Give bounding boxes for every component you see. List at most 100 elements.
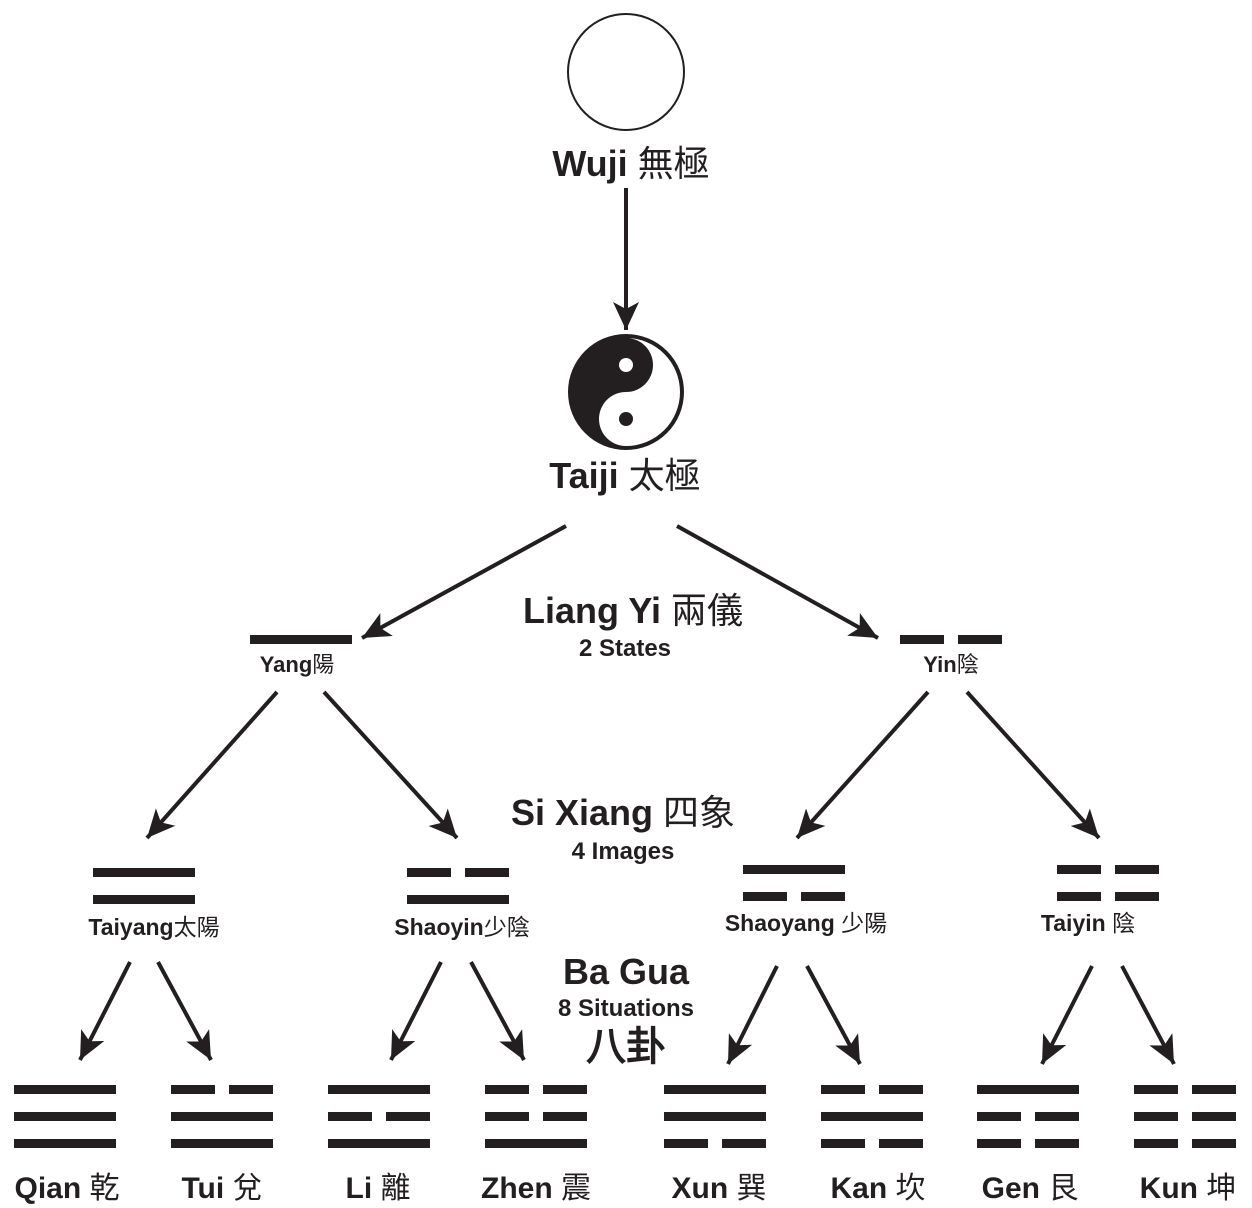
trigram-symbol-tui [171,1085,273,1148]
broken-line [1035,1112,1079,1121]
si-xiang-chinese: 四象 [663,793,736,834]
ba-gua-title: Ba Gua [562,951,690,992]
broken-line [1134,1085,1178,1094]
trigram-name: Tui [181,1172,225,1205]
solid-line [93,895,195,904]
trigram-symbol-kun [1134,1085,1236,1148]
trigram-chinese: 兌 [232,1171,263,1206]
broken-line [977,1112,1021,1121]
trigram-symbol-qian [14,1085,116,1148]
liang-yi-title: Liang Yi 兩儀 [523,593,743,630]
broken-line [1192,1085,1236,1094]
broken-line [485,1085,529,1094]
trigram-chinese: 坎 [895,1171,926,1206]
solid-line [664,1112,766,1121]
broken-line [821,1139,865,1148]
arrow-shaoyang-to-xun [726,965,779,1065]
image-chinese: 太陽 [173,915,220,941]
wuji-name: Wuji [552,143,628,184]
wuji-chinese: 無極 [637,144,710,185]
solid-line [93,868,195,877]
broken-line [1192,1112,1236,1121]
broken-line [879,1139,923,1148]
image-name: Shaoyin [394,914,484,940]
state-label-yang: Yang陽 [260,654,335,677]
trigram-symbol-zhen [485,1085,587,1148]
trigram-name: Qian [14,1172,82,1205]
arrow-taiyin-to-kun [1120,965,1176,1065]
trigram-symbol-li [328,1085,430,1148]
image-label-taiyang: Taiyang太陽 [88,916,219,940]
broken-line [543,1085,587,1094]
broken-line [879,1085,923,1094]
broken-line [664,1139,708,1148]
broken-line [722,1139,766,1148]
broken-line [386,1112,430,1121]
solid-line [14,1139,116,1148]
arrow-shaoyin-to-li [389,961,443,1061]
solid-line [664,1085,766,1094]
arrow-taiji-to-yang [361,524,567,640]
solid-line [14,1112,116,1121]
solid-line [14,1085,116,1094]
state-name: Yang [259,652,313,677]
trigram-label-kan: Kan 坎 [830,1174,925,1204]
solid-line [250,635,352,644]
image-name: Taiyang [88,914,174,940]
ba-gua-chinese: 八卦 [586,1025,666,1069]
broken-line [1134,1112,1178,1121]
broken-line [1035,1139,1079,1148]
image-symbol-shaoyin [407,868,509,904]
broken-line [1057,892,1101,901]
state-chinese: 陰 [956,653,979,678]
image-label-shaoyang: Shaoyang 少陽 [725,912,887,936]
image-label-shaoyin: Shaoyin少陰 [394,916,529,940]
solid-line [977,1085,1079,1094]
state-symbol-yin [900,635,1002,644]
trigram-symbol-gen [977,1085,1079,1148]
trigram-name: Kun [1139,1172,1198,1205]
arrow-yang-to-taiyang [145,690,279,840]
broken-line [1115,892,1159,901]
arrow-shaoyin-to-zhen [469,961,526,1061]
image-name: Shaoyang [724,910,835,936]
taiji-label: Taiji 太極 [549,458,700,495]
trigram-symbol-xun [664,1085,766,1148]
trigram-chinese: 震 [561,1171,592,1206]
image-name: Taiyin [1040,910,1106,936]
broken-line [743,892,787,901]
image-chinese: 陰 [1112,911,1136,937]
broken-line [465,868,509,877]
broken-line [900,635,944,644]
trigram-chinese: 巽 [736,1171,767,1206]
broken-line [1192,1139,1236,1148]
trigram-symbol-kan [821,1085,923,1148]
trigram-chinese: 乾 [89,1171,120,1206]
solid-line [743,865,845,874]
liang-yi-chinese: 兩儀 [671,591,744,632]
solid-line [171,1139,273,1148]
trigram-chinese: 坤 [1206,1171,1237,1206]
solid-line [821,1112,923,1121]
trigram-label-tui: Tui 兌 [181,1174,262,1204]
trigram-label-qian: Qian 乾 [14,1174,119,1204]
liang-yi-subtitle: 2 States [578,635,672,662]
broken-line [543,1112,587,1121]
broken-line [977,1139,1021,1148]
broken-line [229,1085,273,1094]
taiji-yinyang-icon [568,334,684,450]
image-symbol-taiyang [93,868,195,904]
image-chinese: 少陰 [483,915,530,941]
trigram-label-gen: Gen 艮 [982,1174,1079,1204]
wuji-label: Wuji 無極 [552,146,709,183]
solid-line [328,1139,430,1148]
state-label-yin: Yin陰 [923,654,978,677]
state-name: Yin [923,652,957,677]
si-xiang-name: Si Xiang [510,792,653,833]
arrow-yang-to-shaoyin [322,690,459,840]
image-symbol-shaoyang [743,865,845,901]
liang-yi-name: Liang Yi [522,590,661,631]
broken-line [801,892,845,901]
trigram-name: Li [345,1172,373,1205]
